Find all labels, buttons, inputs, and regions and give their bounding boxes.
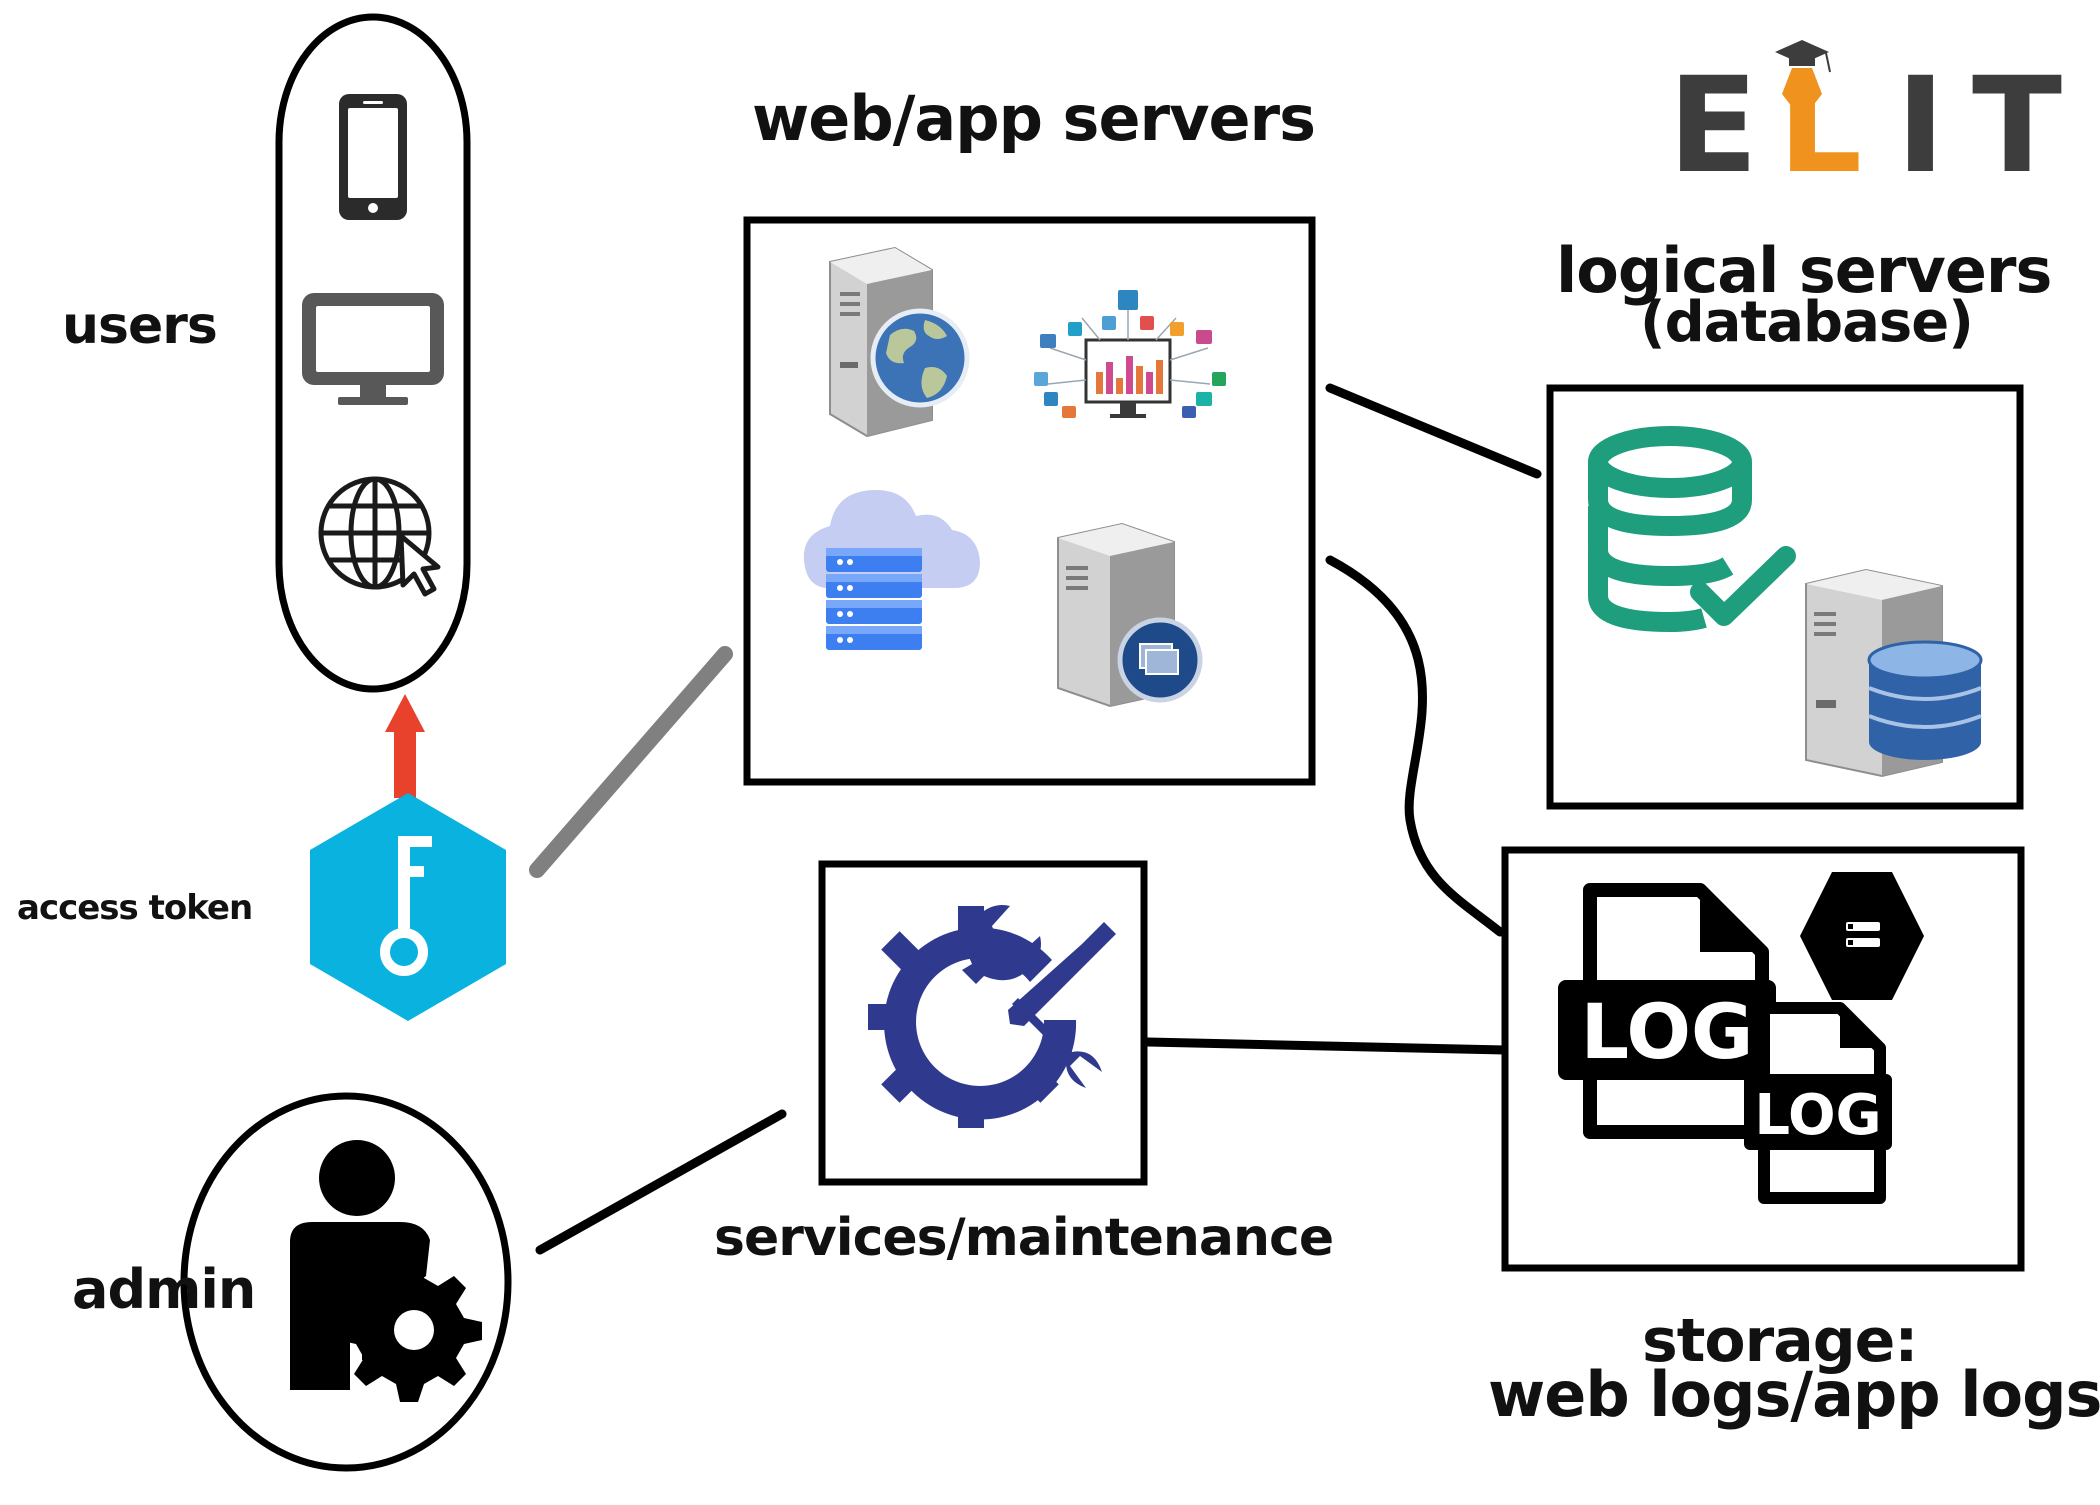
storage-hexagon-icon (1800, 872, 1924, 1000)
logical-servers-title: logical servers (1556, 234, 2052, 307)
svg-text:LOG: LOG (1581, 987, 1754, 1076)
logo-letter-e: E (1668, 49, 1759, 203)
svg-text:LOG: LOG (1754, 1083, 1881, 1148)
admin-user-gear-icon (290, 1140, 482, 1402)
connector-maintenance-to-storage (1143, 1037, 1510, 1055)
log-file-small-icon: LOG (1744, 1002, 1892, 1204)
desktop-monitor-icon (302, 293, 444, 405)
database-server-icon (1805, 568, 1983, 778)
cloud-servers-icon (803, 490, 980, 650)
smartphone-icon (339, 94, 407, 220)
webapp-servers-title: web/app servers (752, 82, 1316, 155)
database-subtitle: (database) (1640, 290, 1974, 355)
web-server-globe-icon (829, 246, 970, 438)
services-maintenance-label: services/maintenance (714, 1208, 1334, 1268)
access-token-key-icon (310, 793, 506, 1021)
users-label: users (62, 296, 218, 356)
storage-subtitle: web logs/app logs (1488, 1358, 2100, 1431)
log-file-icon: LOG (1558, 883, 1776, 1139)
connector-admin-to-maintenance (535, 1109, 787, 1255)
logo-letter-t: T (1972, 49, 2063, 203)
database-check-icon (1588, 426, 1796, 633)
connector-webapp-to-database (1325, 383, 1542, 479)
elit-logo-mark (1775, 40, 1831, 120)
connector-webapp-to-storage (1325, 555, 1505, 937)
file-server-icon (1057, 522, 1203, 708)
logo-letter-l: L (1778, 49, 1863, 203)
analytics-dashboard-icon (1034, 290, 1226, 418)
access-token-label: access token (17, 888, 253, 928)
storage-title: storage: (1642, 1306, 1918, 1376)
connector-token-to-webapp (529, 646, 733, 878)
globe-cursor-icon (318, 476, 441, 597)
logo-letter-i: I (1896, 49, 1946, 203)
red-up-arrow (385, 694, 425, 798)
admin-label: admin (72, 1258, 256, 1321)
gear-tools-icon (868, 905, 1116, 1128)
